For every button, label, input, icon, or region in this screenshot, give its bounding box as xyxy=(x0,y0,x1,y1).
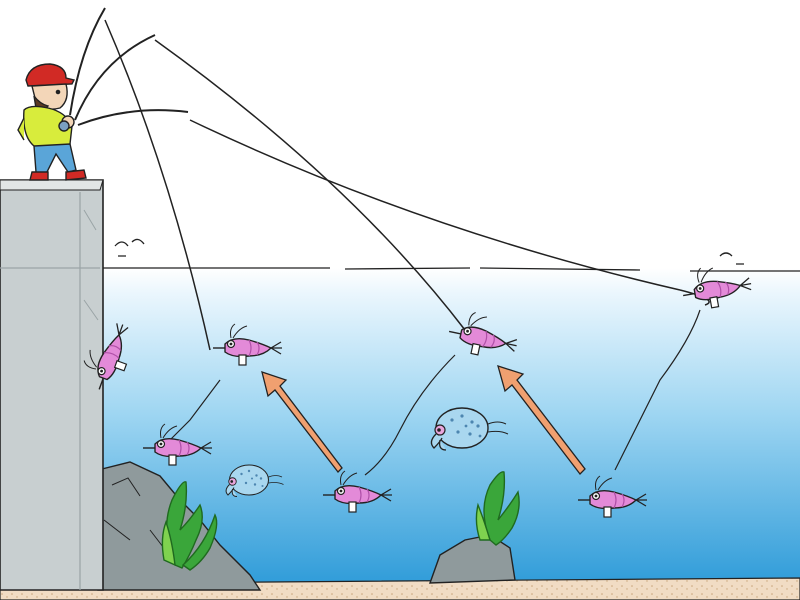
up-arrow-icon xyxy=(261,371,343,473)
fisherman-icon xyxy=(17,63,87,181)
seaweed-icon xyxy=(161,481,218,571)
seaweed-icon xyxy=(475,471,520,546)
lure-trajectories xyxy=(169,309,701,476)
concrete-pier xyxy=(0,179,104,591)
up-arrow-icon xyxy=(497,365,586,475)
fishing-rods xyxy=(69,7,189,126)
water-surface xyxy=(100,238,800,272)
fishing-lines xyxy=(104,19,710,351)
